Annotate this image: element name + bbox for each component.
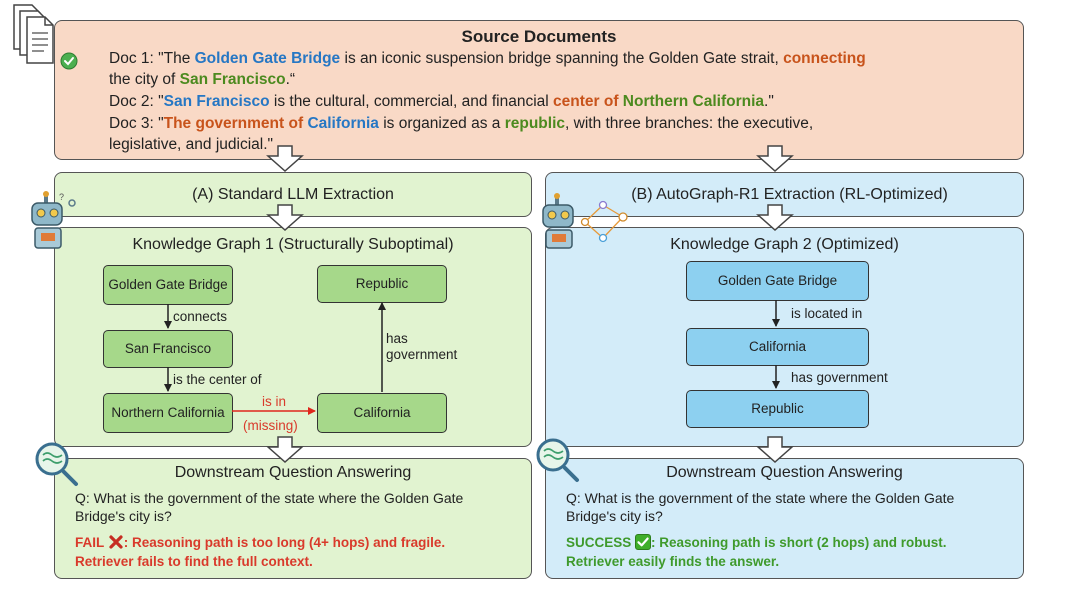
- node-san-francisco: San Francisco: [103, 330, 233, 368]
- success-text1: : Reasoning path is short (2 hops) and r…: [651, 535, 947, 550]
- edge-label-located-in: is located in: [791, 306, 863, 321]
- right-header: (B) AutoGraph-R1 Extraction (RL-Optimize…: [631, 186, 948, 203]
- edge-label-is-in: is in: [262, 394, 287, 409]
- cross-icon: [108, 534, 124, 550]
- left-question: Q: What is the government of the state w…: [75, 490, 464, 524]
- checkmark-icon: [635, 534, 652, 550]
- doc3-line1: Doc 3: "The government of California is …: [109, 113, 1009, 134]
- doc2-entity-nc: Northern California: [622, 93, 765, 110]
- doc2-prefix: Doc 2: ": [109, 93, 164, 110]
- doc2-line: Doc 2: "San Francisco is the cultural, c…: [109, 91, 1009, 112]
- doc1-line2: the city of San Francisco.“: [109, 69, 1009, 90]
- source-title: Source Documents: [461, 27, 617, 46]
- success-label: SUCCESS: [566, 535, 632, 550]
- doc3-entity-republic: republic: [504, 115, 566, 132]
- left-header-panel: (A) Standard LLM Extraction: [54, 172, 532, 217]
- left-kg-title: Knowledge Graph 1 (Structurally Suboptim…: [132, 236, 454, 253]
- down-arrow-icon: [266, 145, 794, 464]
- doc3-text2: , with three branches: the executive,: [565, 115, 814, 132]
- source-documents-panel: Source Documents Doc 1: "The Golden Gate…: [54, 20, 1024, 160]
- magnifier-icon: [536, 438, 579, 482]
- documents-check-icon: [13, 4, 78, 70]
- doc2-end: .": [764, 93, 774, 110]
- fail-label: FAIL: [75, 535, 105, 550]
- doc1-text: is an iconic suspension bridge spanning …: [340, 50, 784, 67]
- doc1-end: .“: [285, 71, 296, 88]
- doc2-relation-center: center of: [553, 93, 623, 110]
- node-golden-gate-bridge: Golden Gate Bridge: [103, 265, 233, 305]
- right-kg-title: Knowledge Graph 2 (Optimized): [670, 236, 899, 253]
- svg-text:?: ?: [59, 192, 64, 202]
- right-question: Q: What is the government of the state w…: [566, 490, 955, 524]
- magnifier-icon: [35, 442, 78, 486]
- left-qa-title: Downstream Question Answering: [174, 464, 412, 481]
- robot-icon: ?: [31, 191, 76, 249]
- edge-label-has-government: has government: [386, 331, 458, 362]
- node-california-opt: California: [686, 328, 869, 366]
- edge-label-has-government-opt: has government: [791, 370, 888, 385]
- doc3-text: is organized as a: [378, 115, 505, 132]
- edge-label-center: is the center of: [173, 372, 262, 387]
- left-qa-panel: Downstream Question Answering Q: What is…: [54, 458, 532, 579]
- success-line2: Retriever easily finds the answer.: [566, 554, 780, 569]
- node-golden-gate-bridge-opt: Golden Gate Bridge: [686, 261, 869, 301]
- right-qa-title: Downstream Question Answering: [666, 464, 903, 481]
- fail-line1: FAIL : Reasoning path is too long (4+ ho…: [75, 534, 515, 552]
- node-republic-opt: Republic: [686, 390, 869, 428]
- left-header: (A) Standard LLM Extraction: [192, 186, 394, 203]
- doc3-relation-gov: The government of: [163, 115, 308, 132]
- doc2-entity-sf: San Francisco: [163, 93, 270, 110]
- doc3-line2: legislative, and judicial.": [109, 136, 274, 153]
- edge-label-connects: connects: [173, 309, 228, 324]
- doc1-text2: the city of: [109, 71, 180, 88]
- doc1-relation-connecting: connecting: [783, 50, 866, 67]
- doc1-entity-sf: San Francisco: [179, 71, 286, 88]
- doc3-prefix: Doc 3: ": [109, 115, 164, 132]
- node-republic: Republic: [317, 265, 447, 303]
- doc3-entity-ca: California: [307, 115, 379, 132]
- fail-text1: : Reasoning path is too long (4+ hops) a…: [123, 535, 446, 550]
- fail-line2: Retriever fails to find the full context…: [75, 554, 313, 569]
- robot-network-icon: [542, 193, 628, 249]
- success-line1: SUCCESS : Reasoning path is short (2 hop…: [566, 534, 1016, 552]
- doc2-text: is the cultural, commercial, and financi…: [269, 93, 554, 110]
- node-northern-california: Northern California: [103, 393, 233, 433]
- right-kg-panel: Knowledge Graph 2 (Optimized) Golden Gat…: [545, 227, 1024, 447]
- doc1-line1: Doc 1: "The Golden Gate Bridge is an ico…: [109, 48, 1009, 69]
- edge-label-missing: (missing): [243, 418, 298, 433]
- doc1-prefix: Doc 1: "The: [109, 50, 195, 67]
- node-california: California: [317, 393, 447, 433]
- doc1-entity-ggb: Golden Gate Bridge: [194, 50, 341, 67]
- right-qa-panel: Downstream Question Answering Q: What is…: [545, 458, 1024, 579]
